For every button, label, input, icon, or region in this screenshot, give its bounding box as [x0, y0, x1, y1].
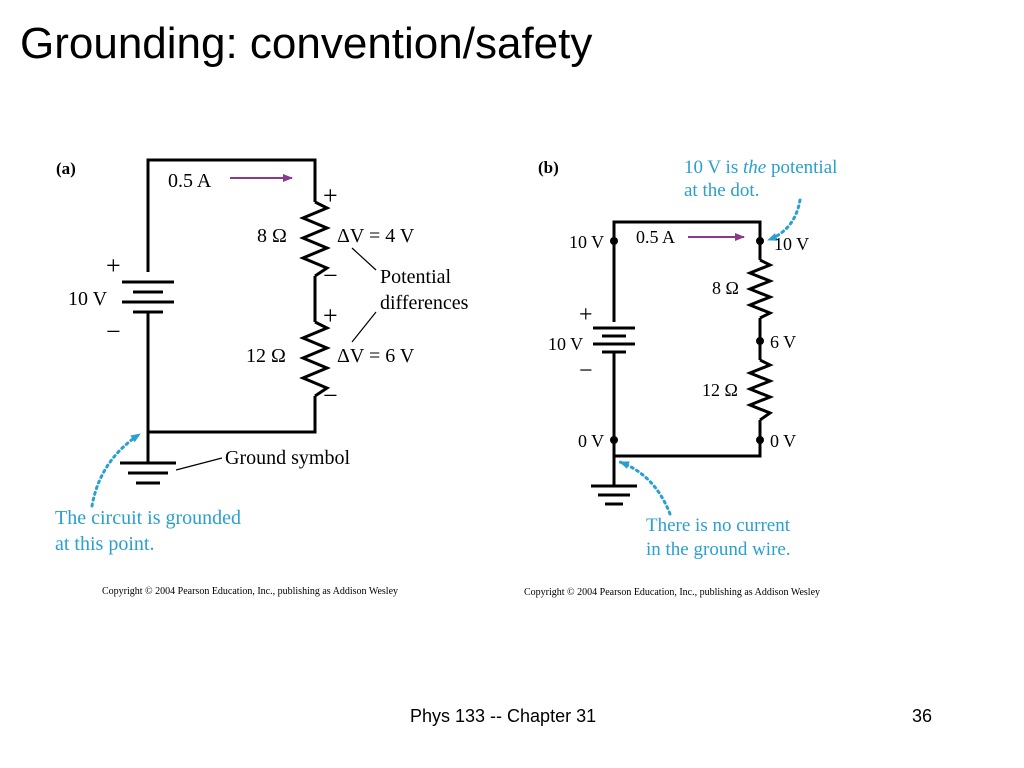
grounded-note-line1: The circuit is grounded [55, 507, 241, 529]
ground-wire-note-line1: There is no current [646, 515, 791, 536]
resistor-8-ohm-a [299, 200, 331, 278]
battery-a [122, 280, 174, 314]
copyright-b: Copyright © 2004 Pearson Education, Inc.… [524, 587, 820, 598]
battery-plus-b: + [579, 302, 593, 328]
potential-label-line1: Potential [380, 266, 452, 288]
dot-note-line1: 10 V is the potential [684, 157, 837, 178]
page-number: 36 [912, 706, 933, 726]
r2-plus-a: + [323, 301, 338, 330]
node-dot-top-left [610, 237, 618, 245]
ground-symbol-b [591, 456, 637, 506]
ground-symbol-a [120, 432, 176, 485]
bottom-wire-a [146, 313, 317, 434]
r2-minus-a: − [323, 381, 338, 410]
pointer-line-2-a [351, 311, 377, 343]
r1-minus-a: − [323, 261, 338, 290]
voltage-mid: 6 V [770, 332, 796, 352]
delta-v-6-a: ΔV = 6 V [337, 345, 415, 367]
slide-title: Grounding: convention/safety [20, 19, 593, 68]
footer-text: Phys 133 -- Chapter 31 [410, 706, 597, 726]
potential-label-line2: differences [380, 292, 469, 314]
figure-a: (a) 0.5 A + 10 V − 8 Ω 12 Ω [55, 158, 469, 597]
r1-plus-a: + [323, 181, 338, 210]
dot-note-line2: at the dot. [684, 180, 759, 201]
current-label-a: 0.5 A [168, 170, 212, 192]
panel-label-a: (a) [56, 159, 76, 178]
panel-label-b: (b) [538, 158, 559, 177]
battery-minus-b: − [579, 358, 593, 384]
resistor-12-ohm-a [299, 320, 331, 398]
battery-voltage-b: 10 V [548, 334, 583, 354]
battery-minus-a: − [106, 317, 121, 346]
bottom-wire-b [612, 352, 762, 458]
grounded-point-arrow [90, 432, 142, 508]
resistor-label-12-a: 12 Ω [246, 345, 286, 367]
battery-plus-a: + [106, 251, 121, 280]
ground-pointer-line [175, 457, 223, 471]
figure-b: (b) 10 V is the potential at the dot. [524, 157, 837, 598]
copyright-a: Copyright © 2004 Pearson Education, Inc.… [102, 586, 398, 597]
resistor-label-8-b: 8 Ω [712, 278, 739, 298]
voltage-top-left: 10 V [569, 232, 604, 252]
delta-v-4-a: ΔV = 4 V [337, 225, 415, 247]
resistor-label-12-b: 12 Ω [702, 380, 738, 400]
pointer-line-1-a [351, 247, 377, 271]
resistor-12-ohm-b [745, 358, 775, 422]
battery-voltage-a: 10 V [68, 288, 108, 310]
voltage-bottom-left: 0 V [578, 431, 604, 451]
node-dot-top-right [756, 237, 764, 245]
node-dot-bottom-left [610, 436, 618, 444]
ground-wire-note-line2: in the ground wire. [646, 539, 791, 560]
ground-wire-note-arrow [618, 460, 672, 516]
battery-b [593, 326, 635, 354]
node-dot-mid [756, 337, 764, 345]
voltage-top-right: 10 V [774, 234, 809, 254]
resistor-label-8-a: 8 Ω [257, 225, 287, 247]
ground-label: Ground symbol [225, 447, 350, 469]
resistor-8-ohm-b [745, 258, 775, 320]
dot-note-arrow [766, 198, 802, 242]
current-label-b: 0.5 A [636, 227, 675, 247]
top-wire-a [146, 158, 317, 272]
grounded-note-line2: at this point. [55, 533, 154, 555]
node-dot-bottom-right [756, 436, 764, 444]
voltage-bottom-right: 0 V [770, 431, 796, 451]
